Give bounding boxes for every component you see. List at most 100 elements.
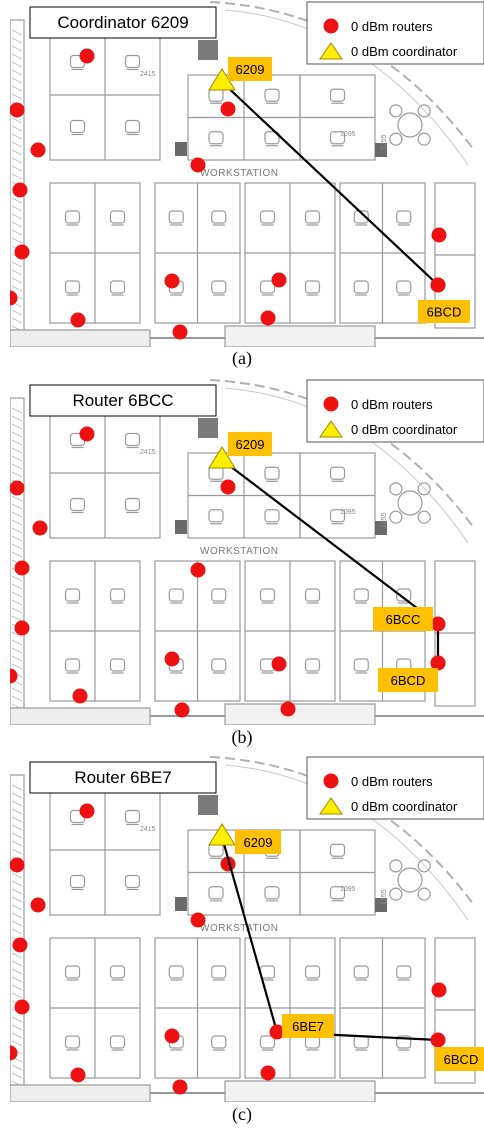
router-dot: [70, 1067, 86, 1083]
router-dot: [10, 290, 18, 306]
router-dot: [14, 620, 30, 636]
router-dot: [32, 520, 48, 536]
router-node-6BCD: [430, 277, 446, 293]
legend-coordinator-marker: [319, 797, 343, 815]
router-dot: [260, 1065, 276, 1081]
router-dot: [12, 182, 28, 198]
router-dot: [30, 897, 46, 913]
node-label-6BCD: 6BCD: [435, 1047, 484, 1071]
router-dot: [164, 273, 180, 289]
svg-text:6209: 6209: [236, 437, 265, 452]
legend-coordinator-marker: [319, 420, 343, 438]
router-dot: [72, 688, 88, 704]
dim-2415: 2415: [140, 71, 156, 78]
node-label-6BCD: 6BCD: [378, 668, 438, 692]
legend-routers-label: 0 dBm routers: [351, 397, 433, 412]
node-label-6209: 6209: [228, 57, 272, 81]
legend-coordinator-label: 0 dBm coordinator: [351, 422, 458, 437]
coordinator-triangle: [208, 823, 236, 846]
router-dot: [10, 668, 18, 684]
router-node-6BE7: [269, 1024, 285, 1040]
caption-b: (b): [231, 727, 253, 747]
router-dot: [220, 479, 236, 495]
dim-1255: 1255: [381, 512, 388, 528]
router-dot: [190, 157, 206, 173]
router-dot: [174, 702, 190, 718]
router-dot: [271, 656, 287, 672]
router-dots: [10, 803, 447, 1095]
node-label-6209: 6209: [235, 830, 281, 854]
legend-router-marker: [323, 773, 339, 789]
legend-coordinator-label: 0 dBm coordinator: [351, 44, 458, 59]
router-dot: [14, 244, 30, 260]
router-dot: [431, 982, 447, 998]
floorplan: [10, 756, 484, 1102]
node-label-6BE7: 6BE7: [282, 1014, 334, 1038]
router-dot: [10, 102, 25, 118]
router-dot: [220, 101, 236, 117]
dim-1095: 1095: [340, 886, 356, 893]
panel-title: Router 6BE7: [74, 768, 171, 787]
router-dots: [10, 48, 447, 340]
router-dot: [10, 857, 25, 873]
router-dot: [30, 142, 46, 158]
dim-1095: 1095: [340, 131, 356, 138]
router-dot: [271, 272, 287, 288]
workstation-label: WORKSTATION: [200, 168, 278, 179]
dim-1095: 1095: [340, 509, 356, 516]
svg-text:6209: 6209: [244, 835, 273, 850]
router-dot: [14, 999, 30, 1015]
workstation-label: WORKSTATION: [200, 923, 278, 934]
dim-2415: 2415: [140, 449, 156, 456]
legend-router-marker: [323, 396, 339, 412]
link-line: [220, 836, 279, 1033]
svg-text:6BCD: 6BCD: [427, 305, 462, 320]
legend: 0 dBm routers 0 dBm coordinator: [306, 379, 484, 443]
dim-1255: 1255: [381, 889, 388, 905]
caption-c: (c): [232, 1104, 252, 1124]
coordinator-triangle: [208, 446, 236, 469]
legend-routers-label: 0 dBm routers: [351, 774, 433, 789]
dim-2415: 2415: [140, 826, 156, 833]
router-dot: [79, 803, 95, 819]
router-dot: [70, 312, 86, 328]
router-dot: [172, 1079, 188, 1095]
panel-title-box: Router 6BCC: [29, 384, 217, 417]
router-dot: [260, 310, 276, 326]
legend-coordinator-label: 0 dBm coordinator: [351, 799, 458, 814]
router-dot: [172, 324, 188, 340]
svg-text:6BCD: 6BCD: [391, 673, 426, 688]
panel-title: Coordinator 6209: [57, 13, 188, 32]
panel-title-box: Coordinator 6209: [29, 6, 217, 39]
floorplan: [10, 1, 484, 347]
router-dot: [10, 480, 25, 496]
router-node-6BCD: [430, 1032, 446, 1048]
node-label-6209: 6209: [228, 432, 272, 456]
legend-router-marker: [323, 18, 339, 34]
svg-text:6BE7: 6BE7: [292, 1019, 324, 1034]
router-dot: [190, 912, 206, 928]
router-dot: [79, 426, 95, 442]
router-dot: [190, 562, 206, 578]
dim-1255: 1255: [381, 134, 388, 150]
legend: 0 dBm routers 0 dBm coordinator: [306, 756, 484, 820]
router-node-6BCC: [430, 616, 446, 632]
router-dot: [79, 48, 95, 64]
router-dot: [14, 560, 30, 576]
router-dot: [12, 937, 28, 953]
link-line: [221, 81, 439, 286]
svg-text:6BCD: 6BCD: [444, 1052, 479, 1067]
router-dot: [280, 701, 296, 717]
panel-title: Router 6BCC: [72, 391, 173, 410]
router-dot: [431, 227, 447, 243]
router-node-6BCD: [430, 655, 446, 671]
svg-text:6209: 6209: [236, 62, 265, 77]
link-line: [221, 459, 439, 625]
